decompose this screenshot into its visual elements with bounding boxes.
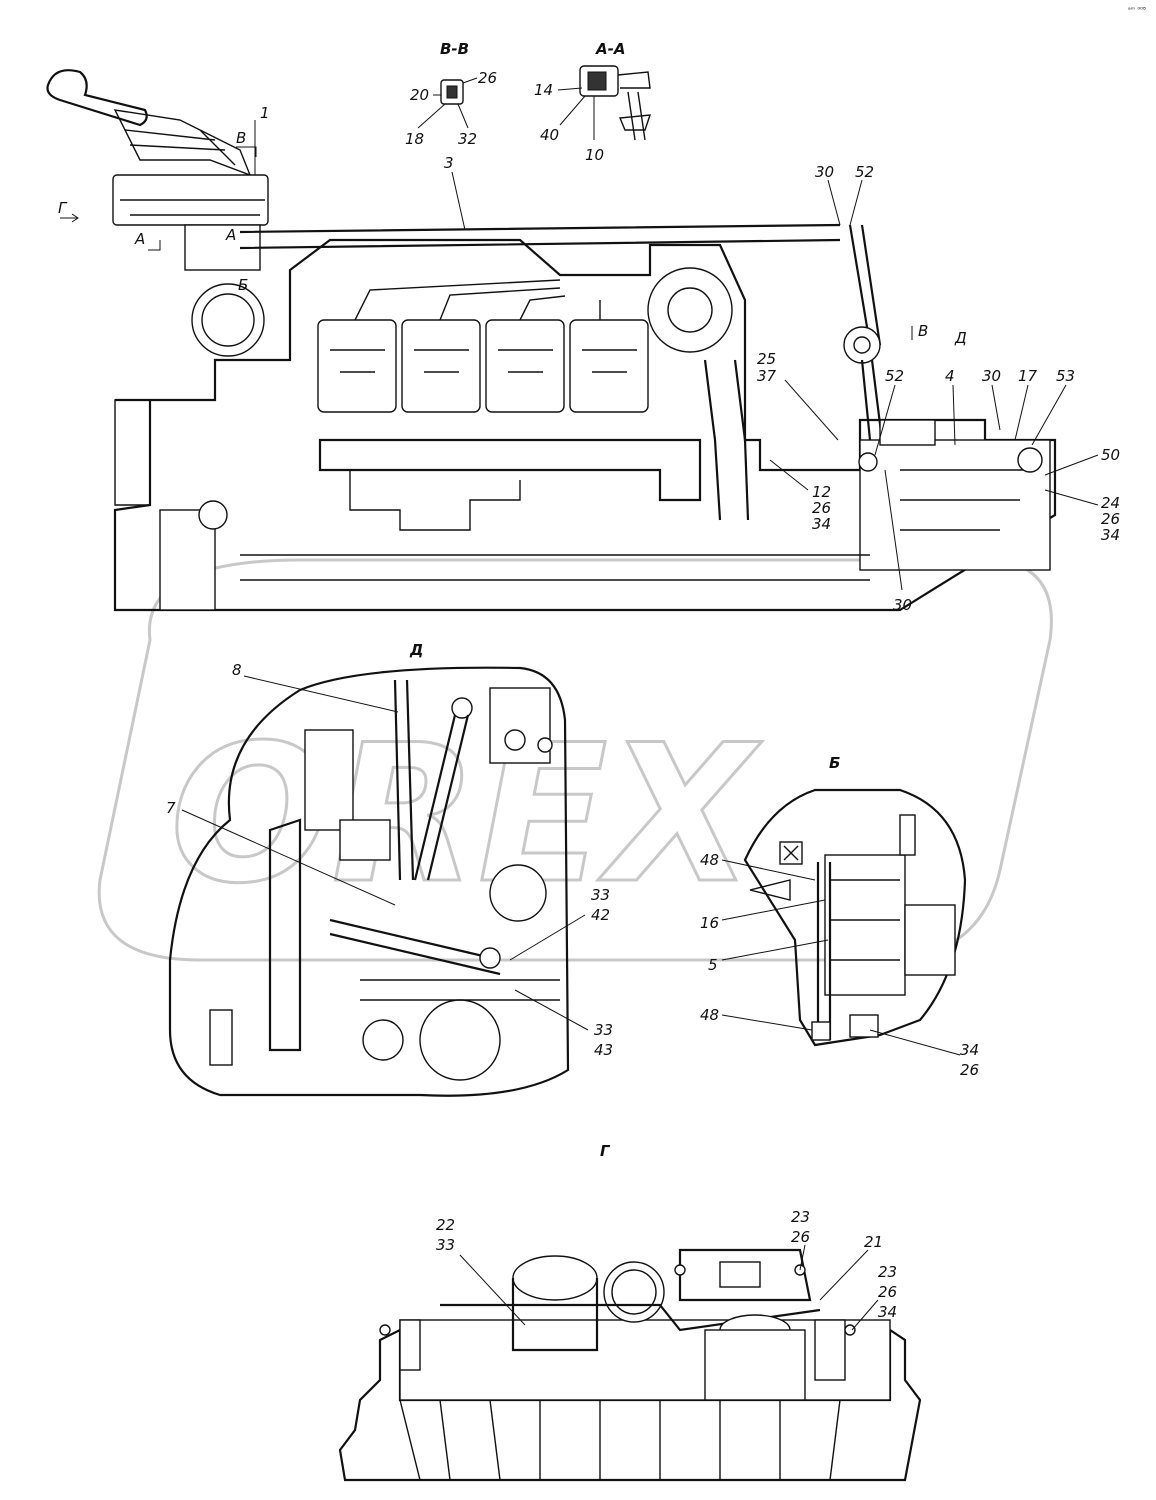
section-bb-title: В-В xyxy=(440,40,469,58)
callout: 26 xyxy=(1101,510,1120,528)
view-mark: А xyxy=(134,230,145,248)
corner-mark: ᵃᵐ ⁰⁰⁸ xyxy=(1128,6,1146,14)
callout: 23 xyxy=(791,1208,810,1226)
callout: 5 xyxy=(708,956,718,974)
callout: 1 xyxy=(260,104,270,122)
watermark: OREX xyxy=(97,558,1053,962)
callout: 22 xyxy=(436,1216,455,1234)
view-mark: В xyxy=(918,322,928,340)
callout: 8 xyxy=(232,661,242,679)
callout: 32 xyxy=(458,130,477,148)
callout: 17 xyxy=(1018,367,1038,385)
callout: 26 xyxy=(791,1228,810,1246)
section-aa-title: А-А xyxy=(595,40,625,58)
callout: 48 xyxy=(700,1006,719,1024)
callout: 14 xyxy=(534,81,553,99)
callout: 34 xyxy=(960,1041,979,1059)
gear-lever-handle xyxy=(46,69,148,127)
callout: 30 xyxy=(982,367,1001,385)
vertical-lever xyxy=(848,224,882,346)
view-mark: Б xyxy=(238,276,248,294)
callout: 23 xyxy=(878,1263,897,1281)
callout: 26 xyxy=(812,499,831,517)
gear-lever-boot xyxy=(113,109,252,177)
callout: 30 xyxy=(893,596,912,614)
callout: 37 xyxy=(757,367,777,385)
exhaust-manifold xyxy=(318,438,702,502)
callout: 18 xyxy=(405,130,424,148)
callout: 10 xyxy=(585,146,604,164)
callout: 53 xyxy=(1056,367,1075,385)
callout: 25 xyxy=(757,350,776,368)
view-mark: А xyxy=(225,226,236,244)
callout: 33 xyxy=(591,886,610,904)
view-b-title: Б xyxy=(829,754,840,772)
view-mark: Д xyxy=(954,329,967,347)
watermark-text: OREX xyxy=(170,704,763,925)
callout: 34 xyxy=(878,1303,897,1321)
callout: 12 xyxy=(812,483,831,501)
callout: 16 xyxy=(700,914,719,932)
callout: 34 xyxy=(1101,526,1120,544)
callout: 34 xyxy=(812,515,831,533)
view-mark: Г xyxy=(58,199,68,217)
filter-cap xyxy=(489,864,547,922)
callout: 24 xyxy=(1101,494,1120,512)
view-b: Б 48 16 5 48 34 26 xyxy=(700,754,979,1079)
callout: 33 xyxy=(436,1236,455,1254)
callout: 26 xyxy=(960,1061,979,1079)
callout: 26 xyxy=(478,69,497,87)
callout: 4 xyxy=(945,367,955,385)
view-g: Г 22 33 23 26 21 23 26 34 xyxy=(338,1142,922,1482)
callout: 50 xyxy=(1101,446,1120,464)
callout: 26 xyxy=(878,1283,897,1301)
view-d-boundary xyxy=(168,666,570,1097)
gearbox-side xyxy=(824,854,906,996)
section-bb: В-В 20 26 18 32 xyxy=(405,40,497,148)
callout: 33 xyxy=(594,1021,613,1039)
filter-top xyxy=(512,1255,598,1301)
turbo-body xyxy=(304,729,354,831)
view-g-title: Г xyxy=(600,1142,611,1160)
main-callouts: 1 3 30 52 25 37 52 4 30 17 53 50 12 26 3… xyxy=(58,104,1120,614)
callout: 20 xyxy=(410,86,429,104)
view-mark: В xyxy=(236,129,246,147)
callout: 52 xyxy=(855,163,874,181)
callout: 3 xyxy=(444,154,454,172)
callout: 52 xyxy=(885,367,904,385)
callout: 43 xyxy=(594,1041,613,1059)
callout: 7 xyxy=(166,799,176,817)
cylinder-heads xyxy=(317,319,649,413)
view-d: Д 8 7 33 42 33 43 xyxy=(166,641,613,1097)
callout: 40 xyxy=(540,126,559,144)
control-rod xyxy=(239,223,841,250)
callout: 42 xyxy=(591,906,610,924)
view-b-boundary xyxy=(743,788,967,1047)
main-engine-view xyxy=(46,69,1057,612)
section-aa: А-А 14 40 10 xyxy=(534,40,652,164)
view-d-title: Д xyxy=(409,641,423,659)
callout: 21 xyxy=(864,1233,883,1251)
pump-body xyxy=(489,687,551,764)
callout: 48 xyxy=(700,851,719,869)
engine-block-outline xyxy=(113,238,1057,612)
callout: 30 xyxy=(815,163,834,181)
